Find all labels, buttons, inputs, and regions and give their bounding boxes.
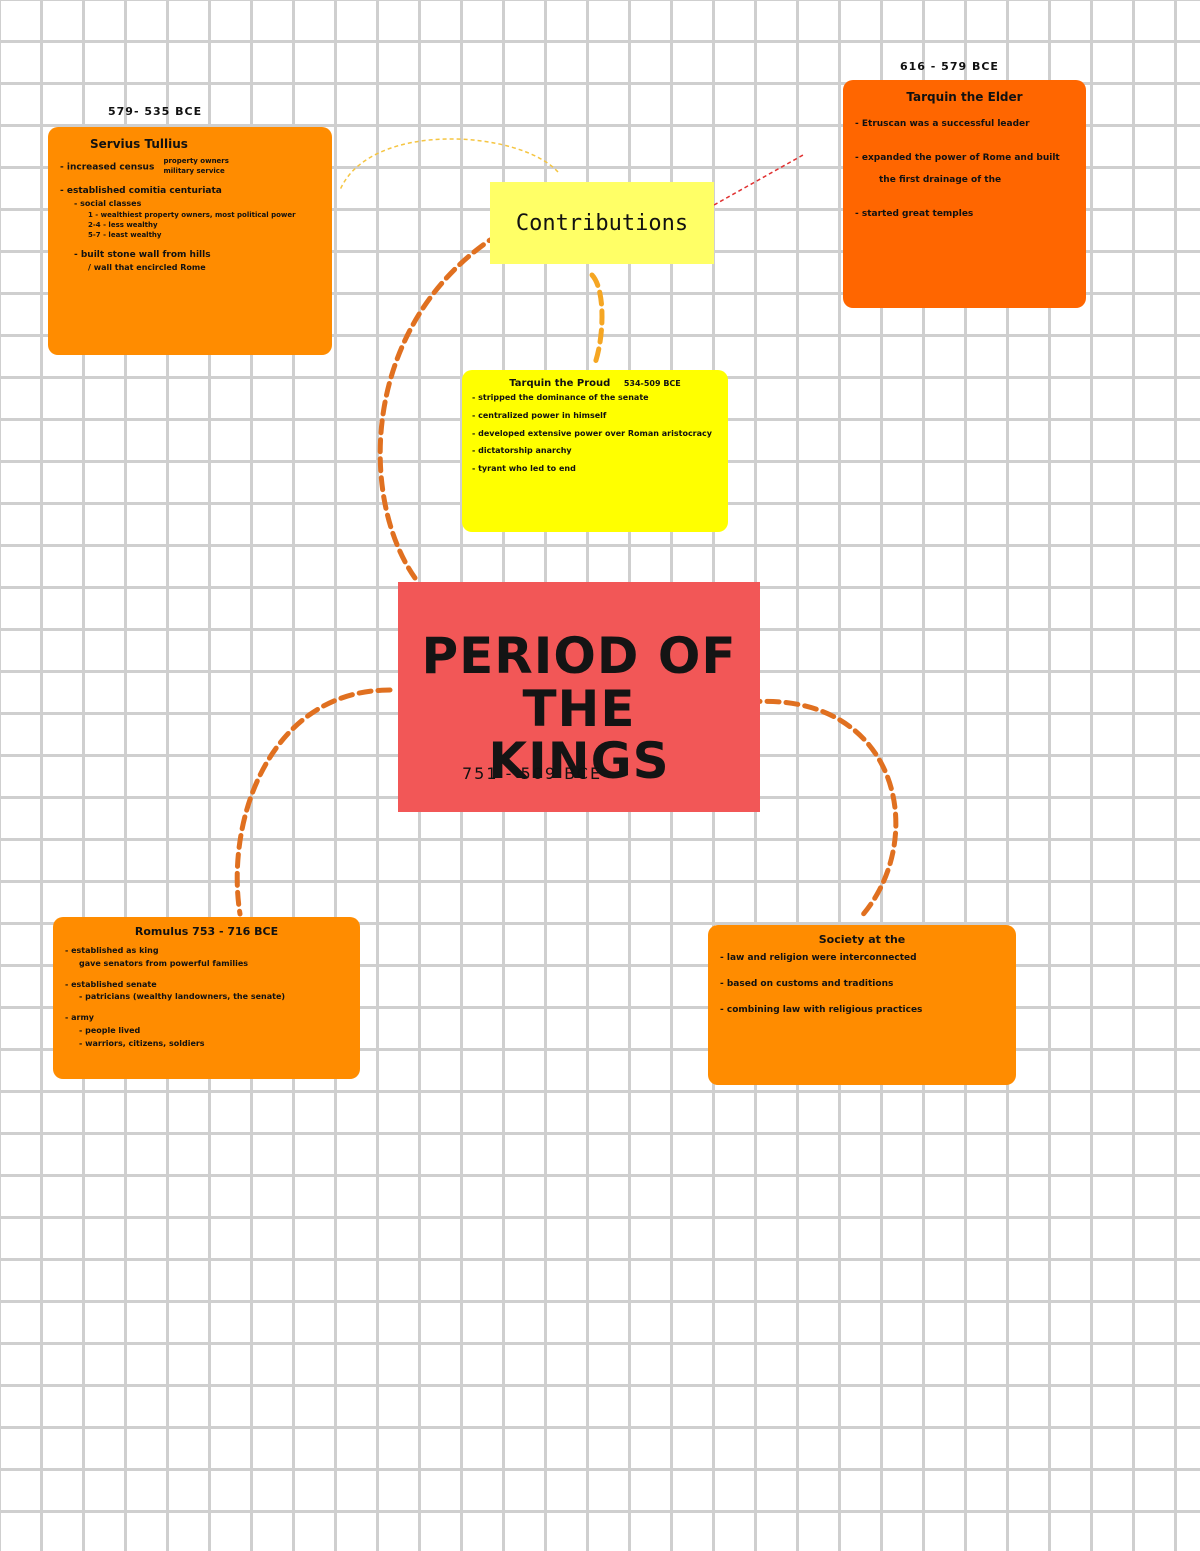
tarquin-proud-item: - developed extensive power over Roman a… — [472, 428, 712, 438]
tarquin-elder-title: Tarquin the Elder — [906, 90, 1023, 104]
servius-item: - increased census property owners milit… — [60, 157, 229, 175]
connector-contributions-to-tarquin-proud — [589, 272, 605, 369]
servius-item: - established comitia centuriata - socia… — [60, 185, 296, 240]
servius-date-label: 579- 535 BCE — [108, 105, 203, 118]
society-list: - law and religion were interconnected -… — [720, 952, 1004, 1016]
tarquin-proud-date: 534-509 BCE — [623, 379, 681, 388]
card-romulus: Romulus 753 - 716 BCE - established as k… — [53, 917, 360, 1079]
connector-contributions-to-servius — [339, 138, 559, 191]
romulus-item: - established senate - patricians (wealt… — [65, 979, 286, 1002]
tarquin-elder-item: the first drainage of the — [879, 175, 1002, 186]
connector-contributions-to-tarquin-elder — [713, 154, 804, 206]
tarquin-proud-title: Tarquin the Proud 534-509 BCE — [509, 378, 681, 389]
society-title: Society at the — [818, 933, 906, 946]
tarquin-elder-date-label: 616 - 579 BCE — [900, 60, 999, 73]
tarquin-proud-item: - tyrant who led to end — [472, 464, 576, 474]
servius-title: Servius Tullius — [90, 137, 188, 151]
connector-main-to-romulus — [234, 687, 393, 917]
connector-main-to-contributions — [377, 237, 493, 581]
connector-main-to-society — [745, 698, 899, 921]
main-years: 751 - 509 BCE — [462, 764, 603, 783]
servius-item: - built stone wall from hills / wall tha… — [74, 249, 211, 272]
romulus-title: Romulus 753 - 716 BCE — [134, 925, 279, 938]
card-society: Society at the - law and religion were i… — [708, 925, 1016, 1085]
tarquin-elder-item: - Etruscan was a successful leader — [855, 119, 1030, 129]
contributions-label: Contributions — [515, 210, 689, 236]
card-tarquin-proud: Tarquin the Proud 534-509 BCE - stripped… — [462, 370, 728, 532]
tarquin-proud-list: - stripped the dominance of the senate -… — [472, 393, 718, 475]
main-title: PERIOD OF THE KINGS — [421, 627, 737, 790]
society-item: - combining law with religious practices — [720, 1005, 923, 1016]
card-tarquin-elder: Tarquin the Elder - Etruscan was a succe… — [843, 80, 1086, 308]
tarquin-elder-item: - started great temples — [855, 209, 974, 220]
romulus-list: - established as king gave senators from… — [65, 946, 348, 1050]
card-servius-tullius: Servius Tullius - increased census prope… — [48, 127, 332, 355]
society-item: - law and religion were interconnected — [720, 953, 917, 963]
tarquin-proud-item: - stripped the dominance of the senate — [472, 393, 649, 402]
tarquin-proud-item: - dictatorship anarchy — [472, 446, 572, 456]
servius-list: - increased census property owners milit… — [60, 157, 320, 274]
tarquin-elder-list: - Etruscan was a successful leader - exp… — [855, 118, 1074, 221]
tarquin-proud-item: - centralized power in himself — [472, 410, 607, 420]
romulus-item: - army - people lived - warriors, citize… — [65, 1013, 205, 1048]
tarquin-elder-item: - expanded the power of Rome and built — [855, 153, 1060, 164]
romulus-item: - established as king gave senators from… — [65, 946, 249, 968]
society-item: - based on customs and traditions — [720, 979, 894, 990]
contributions-box: Contributions — [490, 182, 714, 264]
main-title-box: PERIOD OF THE KINGS 751 - 509 BCE — [398, 582, 760, 812]
